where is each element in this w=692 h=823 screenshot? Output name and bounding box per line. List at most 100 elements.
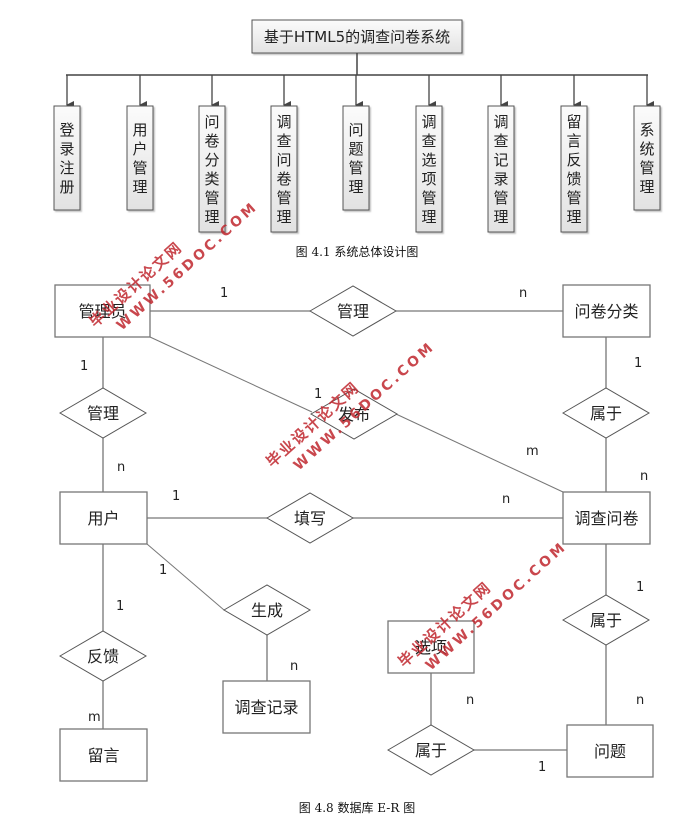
module-box: 问卷分类管理: [198, 75, 226, 233]
edge-user-generate: [146, 543, 225, 611]
card-category-belongs: 1: [634, 356, 642, 371]
system-structure-diagram: 基于HTML5的调查问卷系统 登录注册 用户管理 问卷分类管理 调查问卷管理 问题管理 调…: [53, 19, 661, 233]
entity-label: 用户: [87, 509, 119, 528]
module-rect: [633, 105, 661, 211]
card-survey-publish: m: [526, 444, 539, 459]
module-rect: [126, 105, 154, 211]
entity-rect: [566, 724, 654, 778]
relation-label: 管理: [87, 404, 119, 423]
relation-label: 反馈: [87, 647, 119, 666]
module-label: 登录注册: [59, 121, 74, 196]
card-user-fill: 1: [172, 489, 180, 504]
entity-rect: [54, 284, 151, 338]
relation-label: 属于: [590, 611, 622, 630]
relation-label: 生成: [251, 601, 283, 620]
module-label: 系统管理: [639, 121, 654, 196]
relation-diamond: [266, 492, 354, 544]
entity-label: 留言: [87, 746, 119, 765]
card-admin-manage-category: 1: [220, 286, 228, 301]
module-label: 留言反馈管理: [566, 113, 581, 226]
watermark-text-url: WWW.56DOC.COM: [291, 339, 439, 474]
entity-user: 用户: [59, 491, 148, 545]
card-admin-publish: 1: [314, 387, 322, 402]
module-list: 登录注册 用户管理 问卷分类管理 调查问卷管理 问题管理 调查选项管理 调查记录管理 留言反馈…: [53, 75, 661, 233]
entity-rect: [387, 620, 475, 674]
card-question-belongs-survey: n: [636, 693, 644, 708]
card-survey-fill: n: [502, 492, 510, 507]
relation-belongs-survey: 属于: [562, 594, 650, 646]
relation-belongs-question: 属于: [387, 724, 475, 776]
entity-label: 调查记录: [234, 698, 298, 717]
relation-label: 属于: [415, 741, 447, 760]
entity-survey: 调查问卷: [562, 491, 651, 545]
entity-admin: 管理员: [54, 284, 151, 338]
er-diagram: [102, 310, 607, 751]
relation-diamond: [310, 388, 398, 440]
relation-fill: 填写: [266, 492, 354, 544]
card-message-feedback: m: [88, 710, 101, 725]
card-admin-manage-user: 1: [80, 359, 88, 374]
module-box: 用户管理: [126, 75, 154, 211]
relation-manage-category: 管理: [309, 285, 397, 337]
module-box: 调查问卷管理: [270, 75, 298, 233]
figure1-caption: 图 4.1 系统总体设计图: [296, 245, 419, 259]
module-rect: [560, 105, 588, 233]
module-label: 调查问卷管理: [276, 113, 291, 226]
entity-rect: [59, 491, 148, 545]
entity-option: 选项: [387, 620, 475, 674]
relation-publish: 发布: [310, 388, 398, 440]
module-box: 调查记录管理: [487, 75, 515, 233]
relation-list: 管理管理发布属于填写生成反馈属于属于: [59, 285, 650, 776]
entity-question: 问题: [566, 724, 654, 778]
relation-manage-user: 管理: [59, 387, 147, 439]
entity-message: 留言: [59, 728, 148, 782]
module-box: 调查选项管理: [415, 75, 443, 233]
relation-generate: 生成: [223, 584, 311, 636]
entity-rect: [59, 728, 148, 782]
relation-diamond: [59, 387, 147, 439]
entity-record: 调查记录: [222, 680, 311, 734]
entity-rect: [222, 680, 311, 734]
module-rect: [198, 105, 226, 233]
relation-label: 填写: [294, 509, 326, 528]
card-question-belongs: 1: [538, 760, 546, 775]
cardinality-labels: 1 n 1 n 1 m 1 n 1 n 1 n 1 m 1 n n 1: [80, 286, 648, 775]
module-box: 问题管理: [342, 75, 370, 211]
root-label: 基于HTML5的调查问卷系统: [264, 28, 450, 46]
relation-feedback: 反馈: [59, 630, 147, 682]
card-user-feedback: 1: [116, 599, 124, 614]
card-option-belongs: n: [466, 693, 474, 708]
entity-label: 问题: [594, 742, 626, 761]
module-label: 问卷分类管理: [204, 113, 219, 226]
module-box: 留言反馈管理: [560, 75, 588, 233]
figure2-caption: 图 4.8 数据库 E-R 图: [299, 800, 415, 815]
relation-label: 发布: [338, 405, 370, 424]
module-rect: [487, 105, 515, 233]
card-category-manage: n: [519, 286, 527, 301]
relation-diamond: [309, 285, 397, 337]
relation-label: 管理: [337, 302, 369, 321]
card-user-generate: 1: [159, 563, 167, 578]
card-user-manage: n: [117, 460, 125, 475]
edge-admin-publish: [149, 336, 313, 413]
module-label: 调查选项管理: [421, 113, 436, 226]
entity-rect: [562, 491, 651, 545]
relation-belongs-category: 属于: [562, 387, 650, 439]
relation-label: 属于: [590, 404, 622, 423]
relation-diamond: [387, 724, 475, 776]
card-record-generate: n: [290, 659, 298, 674]
module-label: 用户管理: [132, 121, 147, 196]
module-label: 调查记录管理: [493, 113, 508, 226]
entity-label: 调查问卷: [574, 509, 638, 528]
entity-label: 问卷分类: [574, 302, 638, 321]
module-rect: [270, 105, 298, 233]
card-survey-belongs: 1: [636, 580, 644, 595]
relation-diamond: [223, 584, 311, 636]
watermark-text-url: WWW.56DOC.COM: [423, 539, 571, 674]
edge-publish-survey: [395, 413, 564, 493]
relation-diamond: [562, 387, 650, 439]
module-box: 系统管理: [633, 75, 661, 211]
relation-diamond: [59, 630, 147, 682]
entity-category: 问卷分类: [562, 284, 651, 338]
